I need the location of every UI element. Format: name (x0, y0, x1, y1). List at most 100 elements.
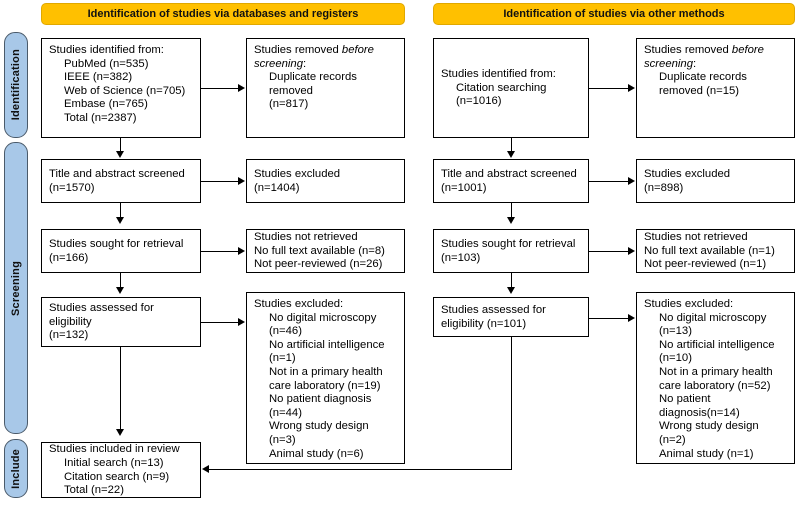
column-header-other-methods-label: Identification of studies via other meth… (503, 8, 725, 20)
column-header-databases-label: Identification of studies via databases … (87, 8, 359, 20)
connector-other-screened-to-excluded (589, 181, 629, 183)
arrowhead-other-screened-to-sought (507, 217, 515, 224)
box-line: IEEE (n=382) (64, 71, 133, 84)
arrowhead-other-assessed-to-included (202, 465, 209, 473)
box-line: Initial search (n=13) (64, 456, 164, 469)
box-databases-title-abstract-screened: Title and abstract screened(n=1570) (41, 159, 201, 203)
box-line: No digital microscopy (659, 311, 767, 324)
arrowhead-other-identified-to-screened (507, 151, 515, 158)
box-line: (n=1404) (254, 181, 300, 194)
phase-bar-include: Include (4, 439, 28, 498)
box-databases-excluded-screening: Studies excluded(n=1404) (246, 159, 405, 203)
box-line: Wrong study design (269, 420, 369, 433)
phase-bar-screening: Screening (4, 142, 28, 434)
connector-other-assessed-down (511, 337, 513, 470)
box-line: Studies identified from: (441, 68, 556, 81)
box-line: screening: (254, 57, 307, 70)
box-line: Studies not retrieved (644, 231, 748, 244)
box-line: Total (n=22) (64, 484, 124, 497)
box-databases-sought-for-retrieval: Studies sought for retrieval(n=166) (41, 229, 201, 273)
box-line: No patient diagnosis (269, 393, 372, 406)
connector-other-screened-to-sought (511, 203, 513, 217)
box-line: Title and abstract screened (49, 167, 185, 180)
box-other-sought-for-retrieval: Studies sought for retrieval(n=103) (433, 229, 589, 273)
box-line: Studies excluded (254, 167, 341, 180)
box-line: Title and abstract screened (441, 167, 577, 180)
box-line: eligibility (49, 315, 92, 328)
box-line: (n=1001) (441, 181, 487, 194)
box-databases-identified: Studies identified from:PubMed (n=535)IE… (41, 38, 201, 138)
box-line: Studies included in review (49, 443, 180, 456)
arrowhead-other-screened-to-excluded (628, 177, 635, 185)
box-line: Studies assessed for (49, 302, 154, 315)
connector-db-assessed-to-included (120, 347, 122, 429)
box-line: Studies removed before (254, 44, 374, 56)
column-header-databases: Identification of studies via databases … (41, 3, 405, 25)
connector-db-assessed-to-excluded (201, 322, 239, 324)
box-line: Not peer-reviewed (n=26) (254, 258, 383, 271)
box-line: Studies excluded (644, 167, 731, 180)
arrowhead-other-sought-to-assessed (507, 287, 515, 294)
connector-other-identified-to-screened (511, 138, 513, 152)
column-header-other-methods: Identification of studies via other meth… (433, 3, 795, 25)
box-line: (n=1570) (49, 181, 95, 194)
phase-label-screening: Screening (10, 260, 22, 316)
box-line: No digital microscopy (269, 311, 377, 324)
box-line: diagnosis(n=14) (659, 406, 740, 419)
box-line: Embase (n=765) (64, 98, 148, 111)
box-line: care laboratory (n=19) (269, 379, 381, 392)
arrowhead-db-screened-to-excluded (238, 177, 245, 185)
connector-other-identified-to-removed (589, 88, 629, 90)
box-other-title-abstract-screened: Title and abstract screened(n=1001) (433, 159, 589, 203)
phase-label-identification: Identification (10, 49, 22, 121)
connector-db-identified-to-removed (201, 88, 239, 90)
box-line: Not in a primary health (659, 365, 773, 378)
box-line: (n=103) (441, 251, 481, 264)
arrowhead-db-screened-to-sought (116, 217, 124, 224)
box-line: (n=1) (269, 352, 296, 365)
box-line: (n=1016) (456, 95, 502, 108)
box-line: Duplicate records (659, 71, 747, 84)
box-line: No full text available (n=1) (644, 244, 775, 257)
box-line: (n=817) (269, 98, 309, 111)
box-line: Studies excluded: (254, 298, 344, 310)
box-line: No artificial intelligence (659, 338, 775, 351)
box-line: Animal study (n=1) (659, 447, 754, 460)
box-line: Not peer-reviewed (n=1) (644, 258, 767, 271)
box-databases-excluded-eligibility: Studies excluded:No digital microscopy (n… (246, 292, 405, 464)
connector-db-identified-to-screened (120, 138, 122, 152)
box-other-identified: Studies identified from:Citation searchi… (433, 38, 589, 138)
box-line: Studies assessed for (441, 303, 546, 316)
connector-db-sought-to-assessed (120, 273, 122, 287)
box-line: screening: (644, 57, 697, 70)
box-line: Studies not retrieved (254, 231, 358, 244)
connector-other-assessed-to-included (209, 469, 512, 471)
connector-db-screened-to-sought (120, 203, 122, 217)
connector-other-sought-to-notretrieved (589, 251, 629, 253)
box-line: No patient (659, 393, 711, 406)
box-line: (n=898) (644, 181, 684, 194)
box-line: (n=132) (49, 329, 89, 342)
arrowhead-db-identified-to-screened (116, 151, 124, 158)
box-line: (n=44) (269, 406, 302, 419)
box-line: removed (269, 84, 313, 97)
box-line: Web of Science (n=705) (64, 84, 186, 97)
arrowhead-db-sought-to-assessed (116, 287, 124, 294)
arrowhead-db-identified-to-removed (238, 84, 245, 92)
box-line: (n=166) (49, 251, 89, 264)
box-line: care laboratory (n=52) (659, 379, 771, 392)
box-line: (n=13) (659, 325, 692, 338)
box-line: Total (n=2387) (64, 111, 137, 124)
box-line: Animal study (n=6) (269, 447, 364, 460)
phase-label-include: Include (10, 448, 22, 489)
box-line: No full text available (n=8) (254, 244, 385, 257)
box-line: Citation search (n=9) (64, 470, 170, 483)
connector-db-sought-to-notretrieved (201, 251, 239, 253)
box-line: Duplicate records (269, 71, 357, 84)
connector-other-assessed-to-excluded (589, 318, 629, 320)
